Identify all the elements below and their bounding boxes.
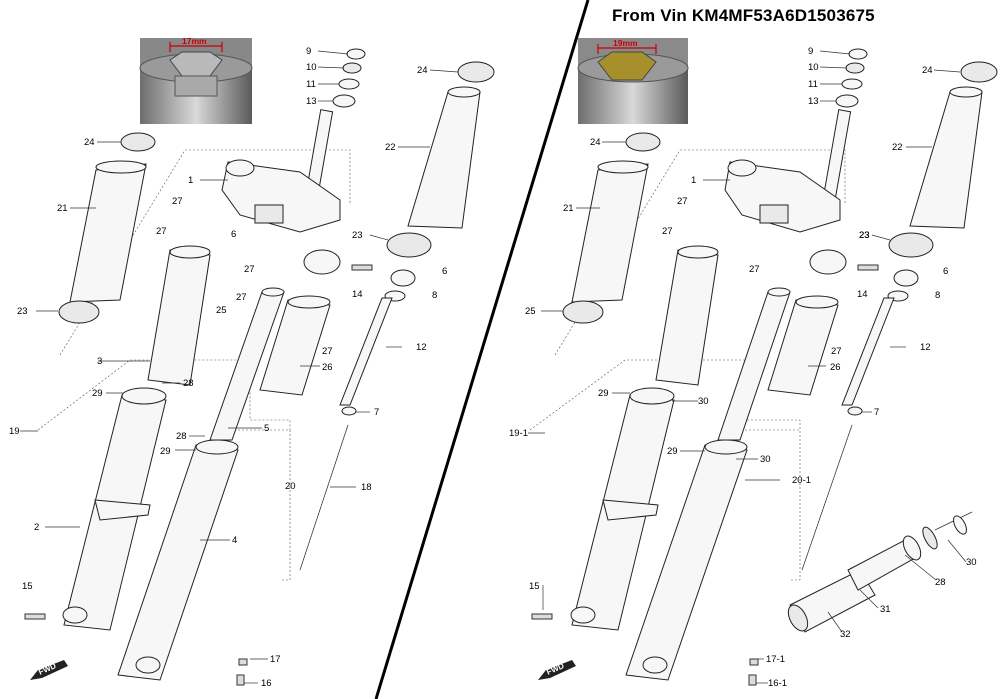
left-callout-1: 10 [306,62,317,73]
left-callout-10: 27 [156,226,167,237]
left-callout-28: 28 [176,431,187,442]
page-title: From Vin KM4MF53A6D1503675 [612,6,875,25]
right-callout-31: 31 [880,604,891,615]
right-callout-25: 29 [667,446,678,457]
right-callout-24: 19-1 [509,428,528,439]
photo-inset-17mm: 17mm [139,36,253,124]
right-callout-20: 26 [830,362,841,373]
right-callout-33: 17-1 [766,654,785,665]
left-callout-37: 16 [261,678,272,689]
right-callout-11: 27 [749,264,760,275]
left-panel: 17mm [20,36,495,686]
left-callout-6: 22 [385,142,396,153]
left-callout-33: 2 [34,522,39,533]
left-callout-36: 17 [270,654,281,665]
measure-label: 19mm [613,38,638,48]
right-callout-16: 23 [859,230,870,241]
panel-divider [374,0,590,699]
right-callout-21: 29 [598,388,609,399]
right-callout-18: 27 [831,346,842,357]
left-callout-18: 23 [17,306,28,317]
left-callout-9: 27 [172,196,183,207]
left-callout-20: 27 [322,346,333,357]
left-callout-29: 5 [264,423,269,434]
left-callout-22: 3 [97,356,102,367]
fwd-arrow: FWD [538,660,576,680]
right-callout-29: 28 [935,577,946,588]
left-callout-21: 12 [416,342,427,353]
left-callout-15: 14 [352,289,363,300]
right-callout-4: 24 [922,65,933,76]
left-callout-26: 7 [374,407,379,418]
left-callout-32: 18 [361,482,372,493]
right-callout-12: 23 [859,230,870,241]
measure-label: 17mm [182,36,207,46]
left-callout-2: 11 [306,79,316,90]
left-callout-16: 6 [442,266,447,277]
right-panel: 19mm [528,38,998,686]
right-callout-1: 10 [808,62,819,73]
right-callout-28: 15 [529,581,540,592]
left-callout-34: 4 [232,535,237,546]
right-callout-5: 24 [590,137,601,148]
left-callout-35: 15 [22,581,33,592]
right-callout-27: 20-1 [792,475,811,486]
right-callout-13: 14 [857,289,868,300]
photo-inset-19mm: 19mm [577,38,689,124]
left-callout-0: 9 [306,46,311,57]
left-callout-31: 20 [285,481,296,492]
left-callout-19: 25 [216,305,227,316]
left-callout-12: 27 [244,264,255,275]
right-callout-19: 12 [920,342,931,353]
right-callout-14: 6 [943,266,948,277]
right-callout-34: 16-1 [768,678,787,689]
right-callout-6: 22 [892,142,903,153]
right-callout-23: 7 [874,407,879,418]
left-callout-27: 19 [9,426,20,437]
right-callout-10: 27 [662,226,673,237]
left-callout-3: 13 [306,96,317,107]
right-callout-32: 32 [840,629,851,640]
right-callout-22: 30 [698,396,709,407]
left-callout-13: 27 [236,292,247,303]
left-callout-17: 8 [432,290,437,301]
right-callout-15: 8 [935,290,940,301]
left-callout-4: 24 [417,65,428,76]
fwd-arrow: FWD [30,660,68,680]
left-callout-30: 29 [160,446,171,457]
right-callout-3: 13 [808,96,819,107]
right-callout-17: 25 [525,306,536,317]
left-callout-11: 6 [231,229,236,240]
left-callout-25: 28 [183,378,194,389]
right-callout-26: 30 [760,454,771,465]
right-callout-7: 21 [563,203,574,214]
left-callout-8: 1 [188,175,193,186]
right-callout-9: 27 [677,196,688,207]
right-callout-2: 11 [808,79,818,90]
left-callout-14: 23 [352,230,363,241]
left-callout-5: 24 [84,137,95,148]
left-callout-7: 21 [57,203,68,214]
cartridge-detail [787,511,973,633]
right-callout-8: 1 [691,175,696,186]
left-callout-23: 26 [322,362,333,373]
right-callout-30: 30 [966,557,977,568]
right-callout-0: 9 [808,46,813,57]
left-callout-24: 29 [92,388,103,399]
